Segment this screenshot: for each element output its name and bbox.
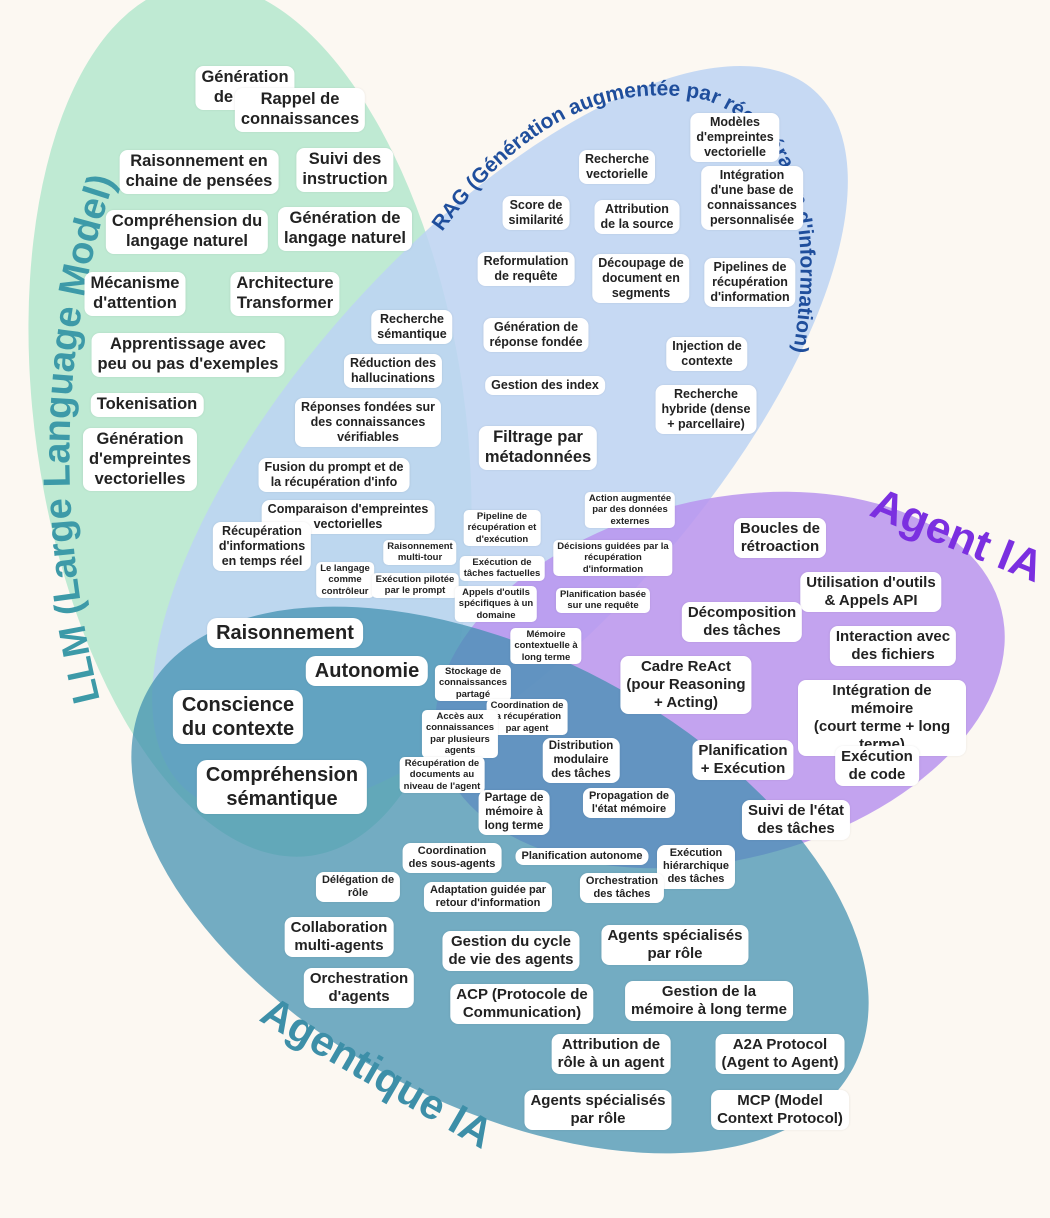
center-label: Délégation de rôle (315, 872, 401, 903)
rag-label: Injection de contexte (666, 337, 748, 371)
core-label: Conscience du contexte (172, 690, 304, 744)
center-label: Distribution modulaire des tâches (542, 738, 620, 784)
center-label: Coordination de la récupération par agen… (486, 699, 568, 736)
rag-label: Recherche vectorielle (579, 150, 655, 184)
rag-label: Planification basée sur une requête (555, 588, 651, 613)
center-label: Récupération de documents au niveau de l… (399, 757, 485, 794)
rag-label: Mémoire contextuelle à long terme (510, 628, 582, 665)
rag-label: Intégration d'une base de connaissances … (701, 166, 803, 230)
agent-label: Exécution de code (835, 746, 919, 786)
agent-label: Décomposition des tâches (681, 602, 803, 642)
agent-label: Suivi de l'état des tâches (741, 800, 851, 840)
llm-label: Architecture Transformer (230, 272, 340, 316)
center-label: Coordination des sous-agents (402, 843, 502, 874)
agent-label: Cadre ReAct (pour Reasoning + Acting) (620, 656, 752, 714)
llm-label: Apprentissage avec peu ou pas d'exemples (91, 333, 285, 377)
rag-label: Pipelines de récupération d'information (704, 258, 796, 307)
agent-label: Interaction avec des fichiers (829, 626, 957, 666)
rag-label: Raisonnement multi-tour (383, 540, 457, 565)
rag-label: Découpage de document en segments (592, 254, 690, 303)
rag-label: Fusion du prompt et de la récupération d… (258, 458, 410, 492)
rag-label: Appels d'outils spécifiques à un domaine (454, 586, 538, 623)
center-label: Propagation de l'état mémoire (582, 788, 676, 819)
center-label: Accès aux connaissances par plusieurs ag… (421, 710, 499, 758)
rag-label: Gestion des index (485, 376, 605, 395)
llm-label: Raisonnement en chaine de pensées (119, 150, 279, 194)
agentique-label: Collaboration multi-agents (284, 917, 394, 957)
agent-label: Utilisation d'outils & Appels API (800, 572, 942, 612)
agentique-label: MCP (Model Context Protocol) (711, 1090, 849, 1130)
agent-label: Boucles de rétroaction (733, 518, 827, 558)
rag-label: Le langage comme contrôleur (316, 562, 374, 599)
rag-label: Action augmentée par des données externe… (584, 492, 676, 529)
rag-label: Génération de réponse fondée (483, 318, 589, 352)
center-label: Partage de mémoire à long terme (478, 790, 550, 836)
rag-label: Reformulation de requête (477, 252, 575, 286)
center-label: Adaptation guidée par retour d'informati… (423, 882, 553, 913)
agent-label: Intégration de mémoire (court terme + lo… (798, 680, 966, 756)
llm-label: Rappel de connaissances (234, 88, 366, 132)
agentique-label: Agents spécialisés par rôle (524, 1090, 672, 1130)
llm-label: Compréhension du langage naturel (105, 210, 269, 254)
rag-label: Réduction des hallucinations (343, 354, 443, 388)
rag-label: Filtrage par métadonnées (478, 426, 598, 470)
rag-label: Recherche sémantique (371, 310, 453, 344)
rag-label: Attribution de la source (594, 200, 680, 234)
center-label: Orchestration des tâches (579, 873, 665, 904)
rag-label: Modèles d'empreintes vectorielle (690, 113, 780, 162)
agentique-label: Agents spécialisés par rôle (601, 925, 749, 965)
llm-label: Mécanisme d'attention (84, 272, 186, 316)
agentique-label: Attribution de rôle à un agent (551, 1034, 671, 1074)
rag-label: Recherche hybride (dense + parcellaire) (655, 385, 757, 434)
agentique-label: Orchestration d'agents (303, 968, 415, 1008)
core-label: Raisonnement (207, 618, 363, 648)
agentique-label: Gestion de la mémoire à long terme (625, 981, 793, 1021)
rag-label: Exécution de tâches factuelles (459, 556, 545, 581)
llm-label: Suivi des instruction (296, 148, 394, 192)
center-label: Planification autonome (515, 848, 649, 866)
llm-label: Tokenisation (90, 393, 204, 417)
rag-label: Score de similarité (502, 196, 570, 230)
rag-label: Pipeline de récupération et d'exécution (463, 510, 541, 547)
agentique-label: Gestion du cycle de vie des agents (442, 931, 580, 971)
rag-label: Réponses fondées sur des connaissances v… (294, 398, 442, 447)
rag-label: Exécution pilotée par le prompt (371, 573, 459, 598)
llm-label: Génération d'empreintes vectorielles (82, 428, 198, 492)
center-label: Stockage de connaissances partagé (434, 665, 512, 702)
core-label: Autonomie (305, 656, 429, 686)
llm-label: Génération de langage naturel (278, 207, 412, 251)
core-label: Compréhension sémantique (196, 760, 368, 814)
center-label: Exécution hiérarchique des tâches (656, 845, 736, 889)
agentique-label: ACP (Protocole de Communication) (450, 984, 594, 1024)
agentique-label: A2A Protocol (Agent to Agent) (715, 1034, 845, 1074)
agent-label: Planification + Exécution (692, 740, 794, 780)
rag-label: Récupération d'informations en temps rée… (212, 522, 312, 571)
rag-label: Décisions guidées par la récupération d'… (553, 540, 673, 577)
